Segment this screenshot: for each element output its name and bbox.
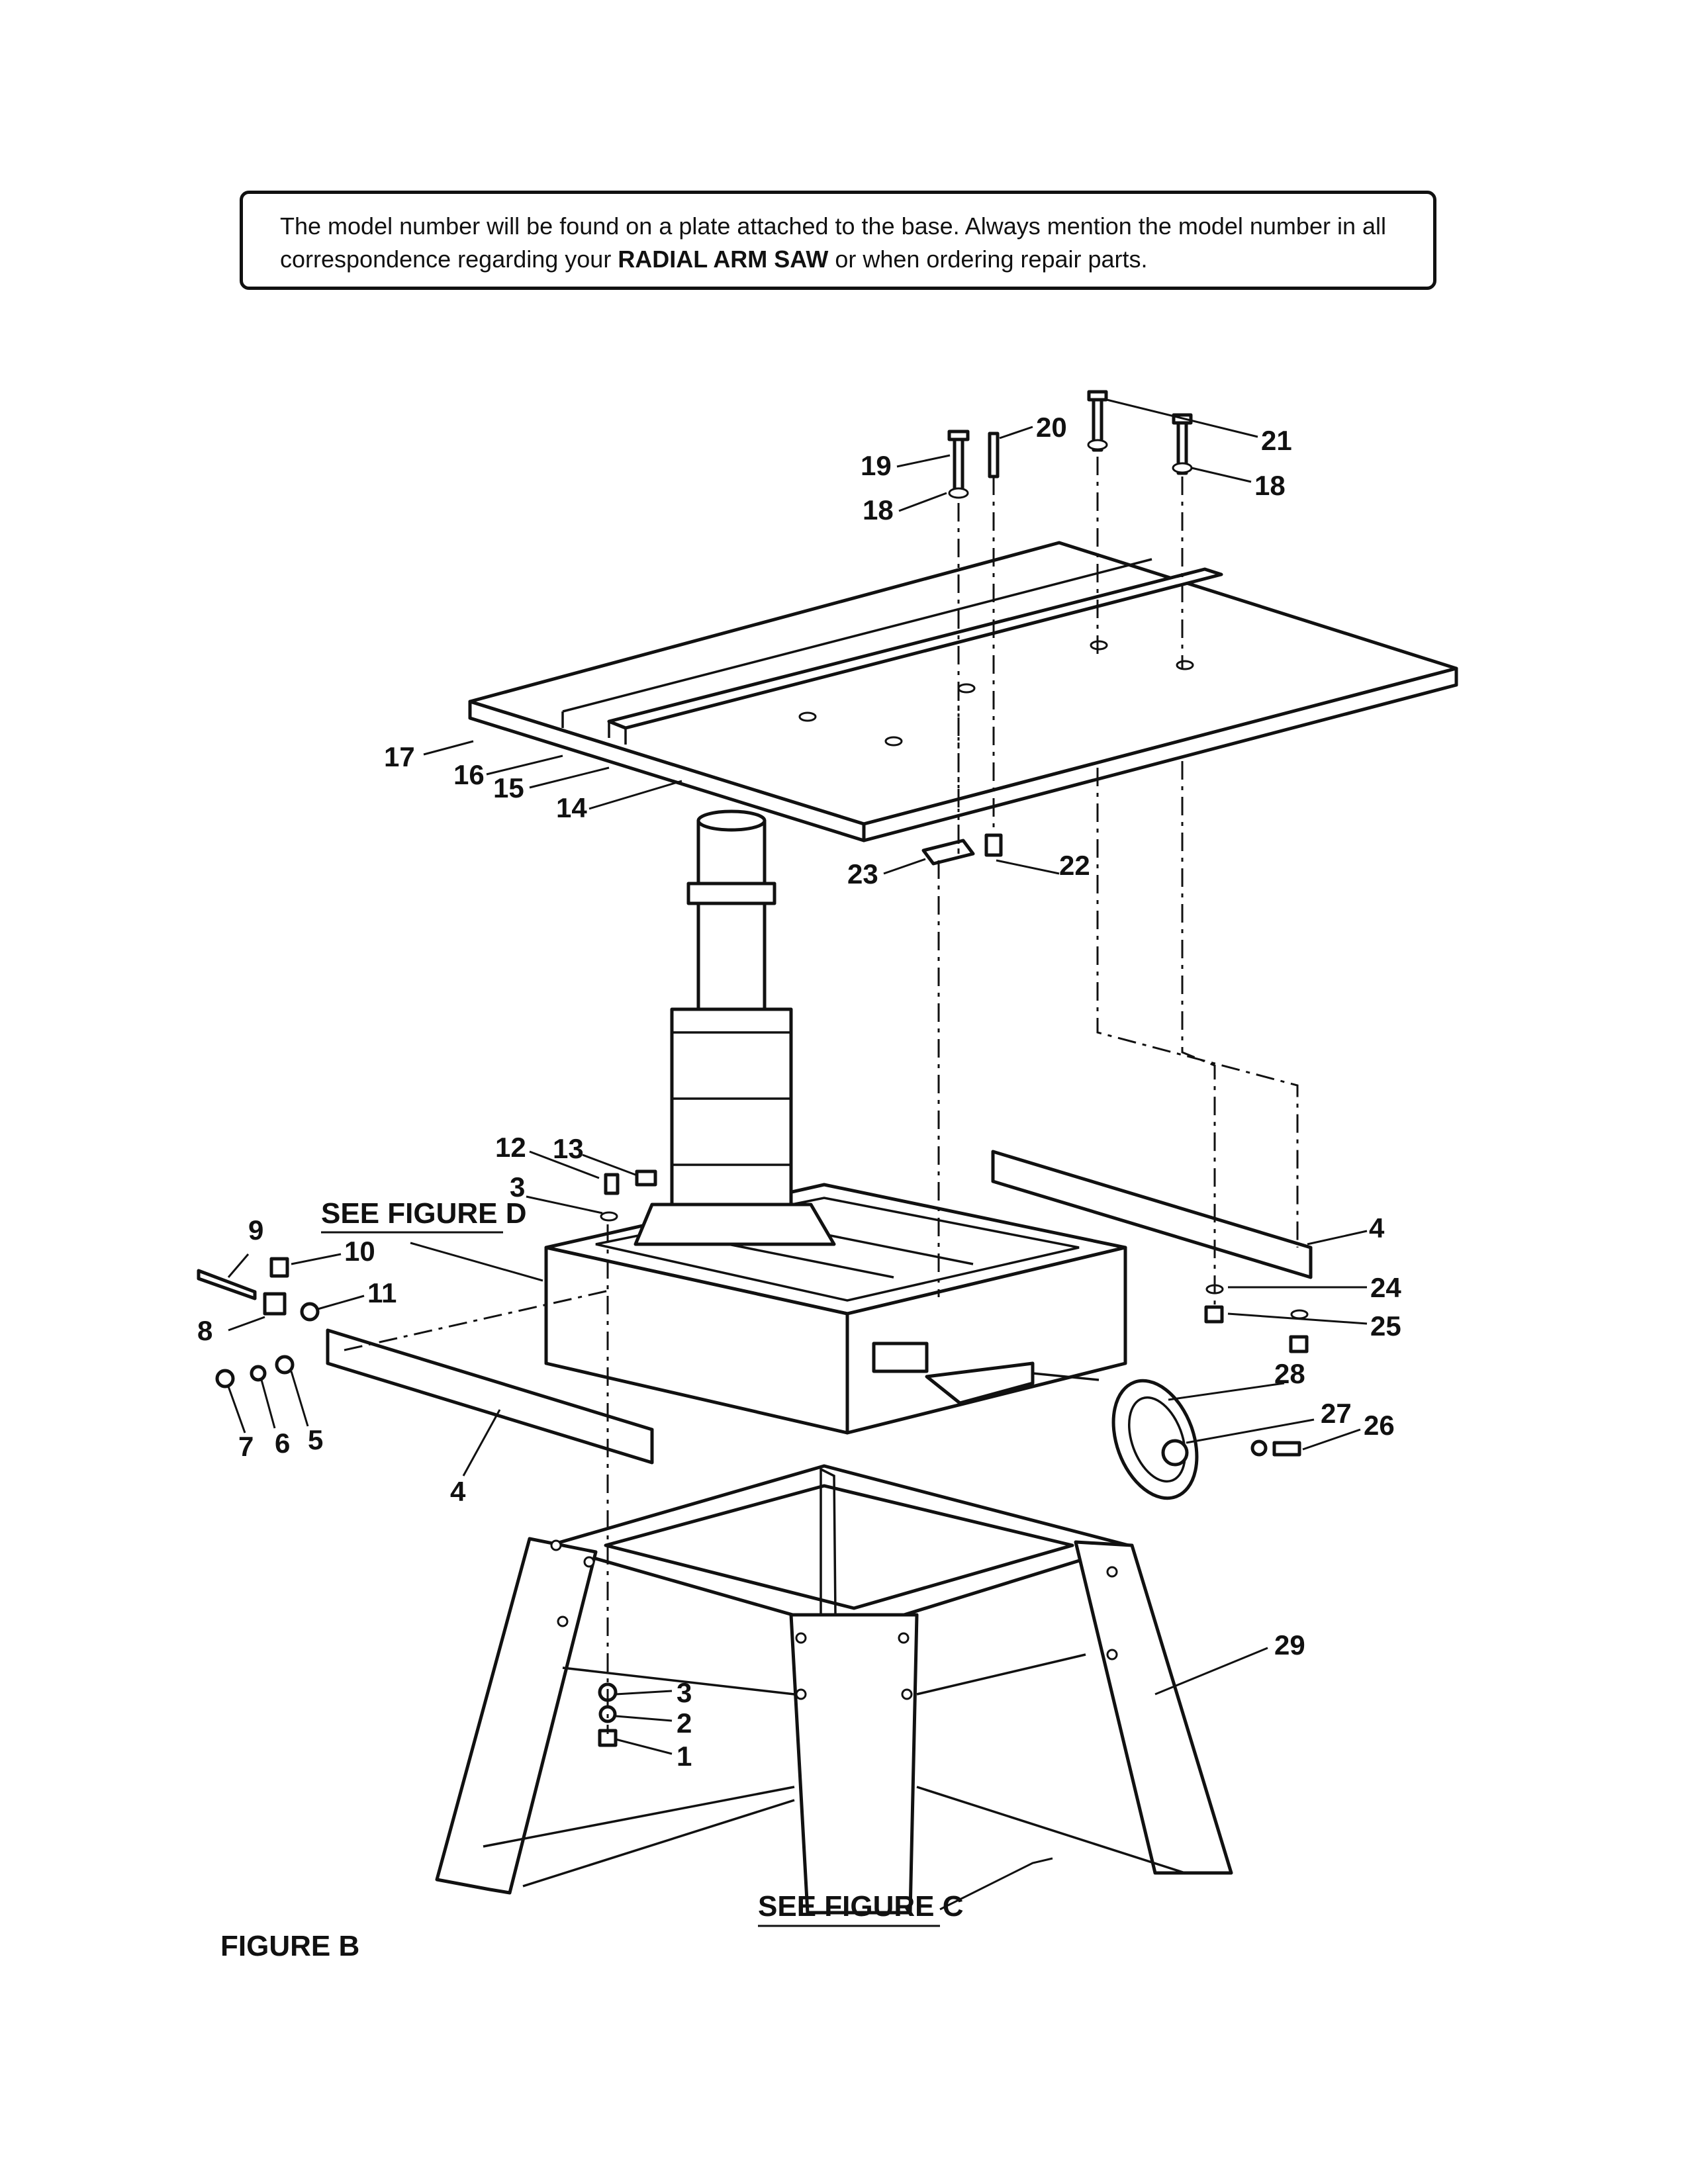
leader-lines [227, 398, 1368, 1911]
part-label-21: 21 [1261, 425, 1292, 456]
rails [326, 1150, 1313, 1465]
part-label-15: 15 [493, 772, 524, 803]
assembly-lines [344, 457, 1299, 1734]
part-label-6: 6 [275, 1428, 290, 1459]
see-figure-c-reference: SEE FIGURE C [758, 1890, 964, 1923]
part-label-29: 29 [1274, 1629, 1305, 1661]
part-label-2: 2 [677, 1707, 692, 1739]
notice-text-end: or when ordering repair parts. [828, 246, 1148, 273]
part-label-7: 7 [238, 1431, 254, 1462]
notice-text: The model number will be found on a plat… [280, 212, 1386, 273]
part-label-4-right: 4 [1369, 1212, 1385, 1244]
part-label-12: 12 [495, 1132, 526, 1163]
part-label-18-right: 18 [1254, 470, 1286, 501]
part-label-24: 24 [1370, 1272, 1401, 1303]
part-label-19: 19 [861, 450, 892, 481]
part-label-20: 20 [1036, 412, 1067, 443]
part-label-9: 9 [248, 1214, 263, 1246]
model-number-notice: The model number will be found on a plat… [240, 191, 1436, 290]
table-top [468, 541, 1458, 842]
saw-base [544, 1183, 1127, 1435]
saw-column [633, 809, 836, 1246]
part-labels: 19 18 20 21 18 17 16 15 14 23 22 12 13 3… [197, 412, 1401, 1772]
part-label-3-bottom: 3 [677, 1677, 692, 1708]
part-label-26: 26 [1364, 1410, 1395, 1441]
part-label-25: 25 [1370, 1310, 1401, 1342]
part-label-16: 16 [453, 759, 485, 790]
part-label-17: 17 [384, 741, 415, 772]
part-label-27: 27 [1321, 1398, 1352, 1429]
part-label-22: 22 [1059, 850, 1090, 881]
part-label-11: 11 [367, 1277, 397, 1308]
see-figure-d-reference: SEE FIGURE D [321, 1197, 527, 1230]
leg-stand [435, 1464, 1233, 1915]
part-label-23: 23 [847, 858, 878, 889]
hand-wheel [1111, 1379, 1199, 1500]
part-label-10: 10 [344, 1236, 375, 1267]
part-label-14: 14 [556, 792, 587, 823]
part-label-28: 28 [1274, 1358, 1305, 1389]
part-label-8: 8 [197, 1315, 212, 1346]
part-label-5: 5 [308, 1424, 323, 1455]
part-label-3-top: 3 [510, 1171, 525, 1203]
figure-title: FIGURE B [220, 1930, 359, 1962]
part-label-18-left: 18 [863, 494, 894, 525]
part-label-13: 13 [553, 1133, 584, 1164]
notice-product-name: RADIAL ARM SAW [618, 246, 829, 273]
part-label-1: 1 [677, 1741, 692, 1772]
part-label-4-left: 4 [450, 1476, 466, 1507]
